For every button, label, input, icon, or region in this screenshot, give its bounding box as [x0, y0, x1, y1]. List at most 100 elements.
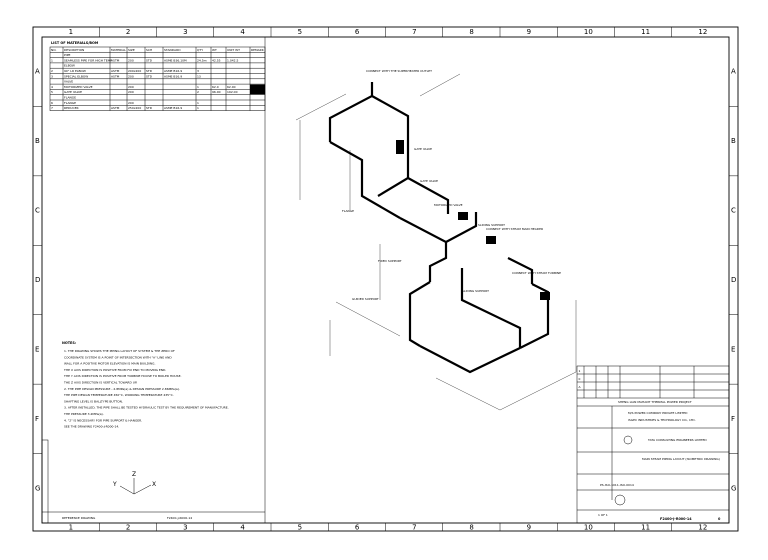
dim-line-4 [435, 377, 501, 411]
bom-cell: 1 [197, 101, 199, 105]
iso-label-7: CONNECT WITH STEAM MAIN HEADER [486, 227, 543, 231]
isometric-piping: CONNECT WITH THE SUPERHEATER OUTLET GATE… [295, 69, 577, 411]
iso-label-8: FIXED SUPPORT [378, 259, 402, 263]
grid-col-label-top: 7 [412, 28, 416, 36]
bom-cell: STD [146, 106, 153, 110]
grid-row-label-right: D [731, 276, 736, 284]
grid-row-label-right: B [731, 137, 736, 145]
grid-col-label-top: 9 [527, 28, 531, 36]
grid-col-label-top: 5 [298, 28, 302, 36]
grid-row-label-left: E [35, 345, 39, 353]
bom-cell: 250x200 [128, 106, 141, 110]
bom-cell: FLANGE [64, 101, 76, 105]
iso-label-2: GATE VALVE [414, 147, 432, 151]
grid-col-label-bottom: 5 [298, 524, 302, 532]
bom-cell: 200 [128, 85, 134, 89]
title-block: 10A SHENG LIAN MAHANT THERMAL POWER PROJ… [576, 365, 730, 524]
bom-cell: 1 [197, 106, 199, 110]
grid-row-label-left: C [35, 207, 40, 215]
bom-header-cell: SIZE [128, 48, 135, 52]
bom-cell: REDUCER [64, 106, 79, 110]
dim-line-3 [335, 301, 401, 337]
iso-label-6: SLIDING SUPPORT [478, 223, 505, 227]
bom-cell: GATE VALVE [64, 90, 82, 94]
bom-cell: 200 [128, 90, 134, 94]
rev-cell: 0 [579, 377, 581, 381]
bom-header-cell: SCH [146, 48, 152, 52]
note-line: THE Z AXIS DIRECTION IS VERTICAL TOWARD … [63, 381, 137, 385]
dim-line-10 [419, 73, 461, 97]
iso-label-1: CONNECT WITH THE SUPERHEATER OUTLET [366, 69, 432, 73]
bom-cell: SPECIAL ELBOW [64, 74, 88, 78]
notes-title: NOTES: [62, 341, 76, 345]
title-block-frame [576, 365, 730, 524]
grid-col-label-bottom: 4 [240, 524, 245, 532]
grid-row-label-right: E [731, 345, 735, 353]
drawing-title: MAIN STEAM PIPING LAYOUT (ISOMETRIC DRAW… [642, 457, 720, 461]
bom-cell: 2 [197, 90, 199, 94]
pipe-run-7 [460, 268, 522, 348]
bom-cell: 3 [51, 74, 53, 78]
grid-col-label-bottom: 2 [126, 524, 130, 532]
note-line: THE Y AXIS DIRECTION IS POSITIVE FROM TU… [63, 374, 181, 378]
note-line: THE X AXIS DIRECTION IS POSITIVE FROM FI… [63, 368, 166, 372]
valve-block-3 [540, 292, 550, 300]
bom-cell: ASTM [111, 106, 120, 110]
pipe-run-9 [507, 257, 534, 284]
pipe-run-8 [519, 283, 550, 349]
pipe-run-10 [407, 177, 450, 214]
bom-cell: ASME B16.9 [164, 106, 182, 110]
bom-cell: 1 [197, 85, 199, 89]
bom-cell: STD [146, 69, 153, 73]
grid-col-label-top: 10 [584, 28, 593, 36]
consultant-name: TATA CONSULTING ENGINEERS LIMITED [647, 438, 707, 442]
grid-col-label-bottom: 8 [469, 524, 473, 532]
grid-col-label-bottom: 11 [641, 524, 650, 532]
axis-z-label: Z [132, 471, 136, 478]
grid-col-label-top: 6 [355, 28, 360, 36]
bom-cell: 200 [128, 101, 134, 105]
bom-cell: ASTM [111, 74, 120, 78]
bom-cell: ASTM [111, 69, 120, 73]
reference-strip: REFERENCE DRAWING F2400-J-R000-14 [41, 439, 265, 524]
grid-row-label-left: G [35, 484, 40, 492]
bom-cell: STD [146, 74, 153, 78]
bom-cell: 4 [51, 85, 53, 89]
note-line: WALL FOR A POSITIVE MOTOR ELEVATION IS M… [64, 362, 155, 366]
grid-row-label-left: F [35, 415, 39, 423]
grid-col-label-bottom: 3 [183, 524, 187, 532]
grid-row-label-right: F [731, 415, 735, 423]
grid-col-label-bottom: 9 [527, 524, 531, 532]
client-name: M/S POWER COMPANY PRIVATE LIMITED [628, 411, 688, 415]
bom-header-cell: REMARK [251, 48, 265, 52]
iso-label-5: FLANGE [342, 209, 354, 213]
grid-col-label-bottom: 10 [584, 524, 593, 532]
bom-cell: SEAMLESS PIPE FOR HIGH TEMP [64, 58, 112, 62]
iso-label-10: GUIDED SUPPORT [352, 297, 379, 301]
consultant-logo [623, 435, 633, 445]
project-name: SHENG LIAN MAHANT THERMAL POWER PROJECT [618, 400, 692, 404]
bom-header-cell: NO. [51, 48, 56, 52]
company-logo [614, 494, 626, 506]
valve-block-1 [396, 140, 404, 154]
bom-cell: ELBOW [64, 64, 75, 68]
pipe-run-11 [445, 212, 478, 243]
bom-header-cell: WT [212, 48, 217, 52]
valve-block-4 [486, 236, 496, 244]
pipe-run-6 [419, 345, 521, 374]
bom-cell: 62.00 [227, 85, 236, 89]
grid-col-label-top: 2 [126, 28, 130, 36]
bom-cell: 192.00 [227, 90, 238, 94]
axis-y-line [119, 485, 135, 495]
bom-cell: 200 [128, 58, 134, 62]
axis-y-label: Y [112, 481, 117, 488]
grid-col-label-top: 1 [69, 28, 73, 36]
bom-cell: ASTM [111, 58, 120, 62]
bom-header-cell: DESCRIPTION [64, 48, 84, 52]
bom-cell: PIPE [64, 53, 71, 57]
pipe-run-2 [371, 95, 410, 197]
grid-col-label-top: 8 [469, 28, 473, 36]
